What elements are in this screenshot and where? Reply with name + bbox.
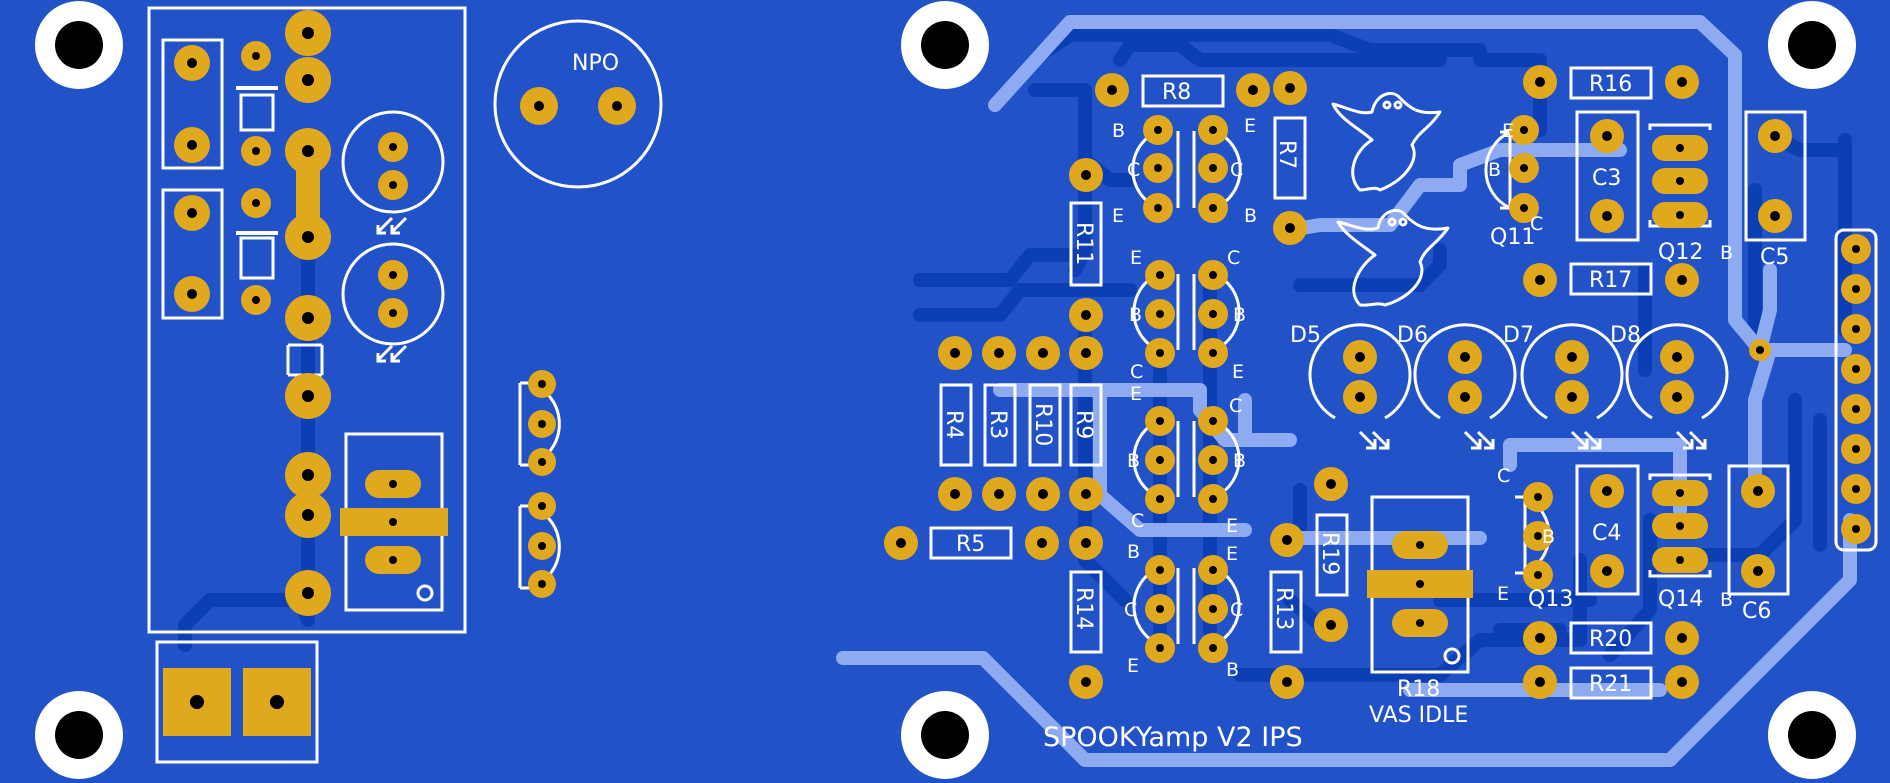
r3-label: R3: [985, 410, 1010, 439]
pin-label: C: [1230, 159, 1243, 181]
pin-label: E: [1112, 205, 1124, 227]
pin-label: B: [1488, 159, 1501, 181]
r8-label: R8: [1162, 80, 1191, 105]
pin-label: C: [1124, 599, 1137, 621]
pin-label: C: [1130, 361, 1143, 383]
mounting-hole-icon: [1768, 1, 1856, 89]
pin-label: E: [1226, 543, 1238, 565]
pin-label: E: [1497, 583, 1509, 605]
pin-label: B: [1127, 541, 1140, 563]
ghost-icon: [1336, 209, 1450, 307]
r13-label: R13: [1271, 587, 1296, 630]
pin-label: E: [1244, 115, 1256, 137]
pin-label: C: [1497, 465, 1510, 487]
board-title: SPOOKYamp V2 IPS: [1043, 722, 1303, 753]
pin-label: B: [1233, 450, 1246, 472]
r18-label: R18: [1397, 677, 1440, 702]
r9-label: R9: [1071, 410, 1096, 439]
d6-label: D6: [1397, 323, 1428, 348]
q14-label: Q14: [1658, 587, 1703, 612]
q12-label: Q12: [1658, 240, 1703, 265]
pin-label: E: [1127, 655, 1139, 677]
r17-label: R17: [1589, 268, 1632, 293]
mounting-hole-icon: [901, 1, 989, 89]
c4-label: C4: [1592, 521, 1621, 546]
vas-idle-label: VAS IDLE: [1369, 703, 1468, 728]
pin-label: E: [1232, 361, 1244, 383]
pin-label: B: [1127, 450, 1140, 472]
mounting-hole-icon: [1768, 691, 1856, 779]
r14-label: R14: [1071, 587, 1096, 630]
ghost-icon: [1331, 92, 1442, 192]
c6-label: C6: [1742, 599, 1771, 624]
q11-label: Q11: [1490, 225, 1535, 250]
pin-label: C: [1227, 247, 1240, 269]
pin-label: E: [1130, 383, 1142, 405]
pin-label: C: [1131, 510, 1144, 532]
pin-label: C: [1229, 395, 1242, 417]
d5-label: D5: [1290, 323, 1321, 348]
c5-label: C5: [1760, 245, 1789, 270]
pin-label: C: [1127, 159, 1140, 181]
r21-label: R21: [1589, 672, 1632, 697]
mounting-hole-icon: [35, 1, 123, 89]
r20-label: R20: [1589, 627, 1632, 652]
r5-label: R5: [956, 532, 985, 557]
d8-label: D8: [1610, 323, 1641, 348]
pin-label: C: [1530, 213, 1543, 235]
r11-label: R11: [1071, 222, 1096, 265]
pin-label: B: [1720, 242, 1733, 264]
pin-label: E: [1130, 247, 1142, 269]
pin-label: B: [1129, 304, 1142, 326]
pin-label: B: [1542, 526, 1555, 548]
pin-label: B: [1112, 120, 1125, 142]
mounting-hole-icon: [35, 691, 123, 779]
mounting-hole-icon: [901, 691, 989, 779]
pin-label: C: [1230, 599, 1243, 621]
pin-label: B: [1244, 205, 1257, 227]
r7-label: R7: [1274, 140, 1299, 169]
pin-label: B: [1226, 659, 1239, 681]
pin-label: B: [1233, 304, 1246, 326]
r19-label: R19: [1317, 532, 1342, 575]
pin-label: E: [1502, 120, 1514, 142]
npo-label: NPO: [572, 51, 619, 76]
pin-label: B: [1720, 589, 1733, 611]
r16-label: R16: [1589, 72, 1632, 97]
q13-label: Q13: [1528, 587, 1573, 612]
r4-label: R4: [941, 410, 966, 439]
mounting-holes: [35, 1, 1856, 779]
led-arrows-icon: [376, 216, 1707, 450]
c3-label: C3: [1592, 166, 1621, 191]
r10-label: R10: [1030, 403, 1055, 446]
d7-label: D7: [1503, 323, 1534, 348]
drill-holes: [187, 27, 1860, 709]
pin-label: E: [1226, 515, 1238, 537]
